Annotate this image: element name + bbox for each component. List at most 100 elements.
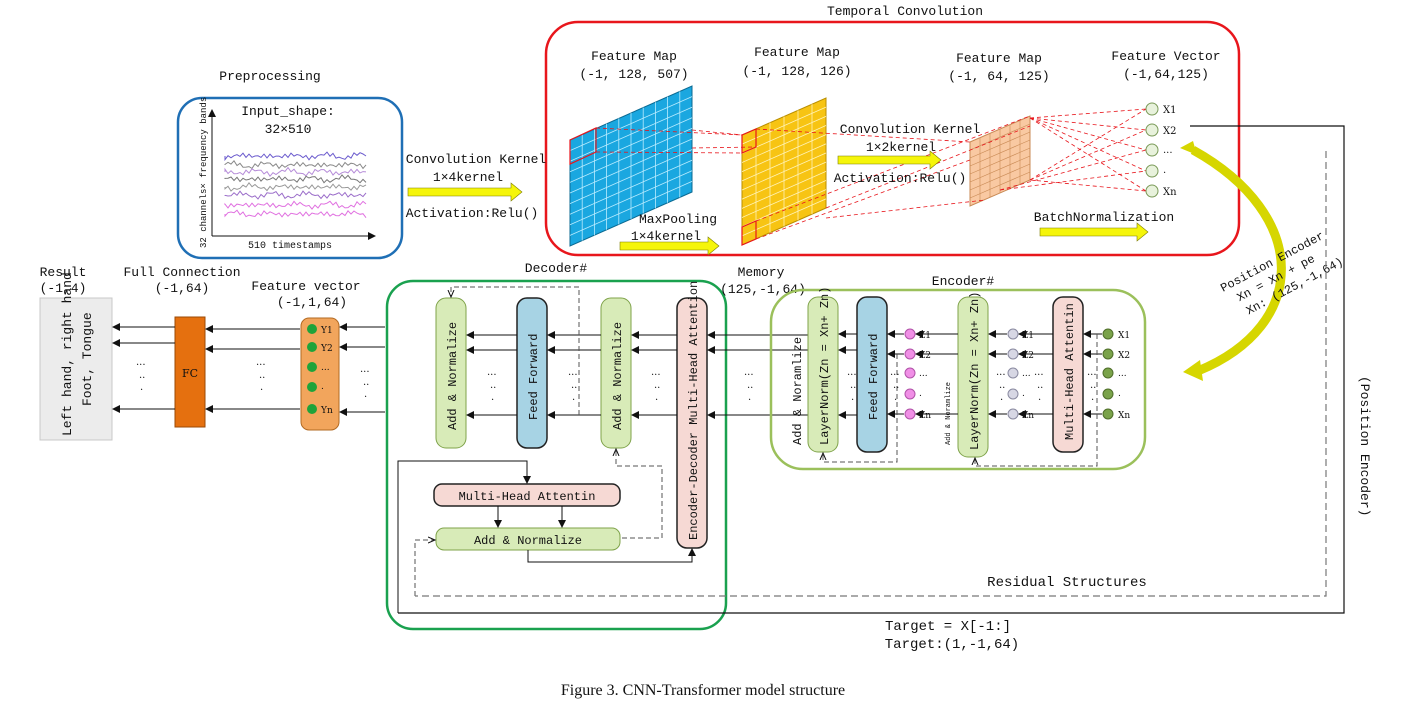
svg-text:.: . [748, 392, 751, 403]
y-node-label: ... [321, 363, 330, 373]
position-encoder-curve [1190, 146, 1286, 376]
maxpool-label: MaxPooling [639, 212, 717, 227]
conv1-block: Convolution Kernel 1×4kernel Activation:… [406, 152, 547, 221]
fv-node-label: X1 [1163, 105, 1176, 116]
fm1-shape: (-1, 128, 507) [579, 67, 688, 82]
y-node-label: Yn [320, 406, 333, 416]
result-box [39, 297, 113, 441]
conv2-arrow [837, 150, 942, 170]
position-encoder-arrowhead [1183, 360, 1203, 381]
conv1-activation: Activation:Relu() [406, 206, 539, 221]
z-node-label: Z2 [1022, 351, 1034, 361]
fv-node-label: ... [1163, 145, 1173, 156]
fv-node-label: . [1163, 165, 1166, 176]
svg-text:...: ... [568, 367, 578, 378]
svg-text:..: .. [999, 380, 1005, 391]
fm-connection-lines [595, 108, 1147, 240]
x-node-label: ... [1118, 369, 1127, 379]
fv-title: Feature Vector [1111, 49, 1220, 64]
encoder-feed-forward-label: Feed Forward [867, 334, 881, 420]
encoder-block: Encoder# Add & Noramlize LayerNorm(Zn = … [769, 274, 1147, 471]
memory-block: Memory (125,-1,64) ...... [707, 265, 808, 419]
conv1-arrow [407, 182, 523, 202]
ellipsis-dots: ...... ...... ...... [136, 357, 370, 400]
decoder-add-norm-1-label: Add & Normalize [446, 322, 460, 430]
svg-text:...: ... [1087, 367, 1097, 378]
memory-title: Memory [738, 265, 785, 280]
output-section: Result (-1,4) Left hand, right hand Foot… [39, 265, 385, 441]
fv-node-label: Xn [1163, 187, 1177, 198]
decoder-add-norm-2-label: Add & Normalize [611, 322, 625, 430]
conv2-activation: Activation:Relu() [834, 171, 967, 186]
preprocessing-title: Preprocessing [219, 69, 320, 84]
temporal-convolution-block: Temporal Convolution Feature Map (-1, 12… [544, 4, 1241, 257]
z-node-label: Z1 [919, 331, 931, 341]
feature-map-1 [569, 85, 693, 247]
residual-dashed-line [415, 151, 1327, 597]
input-shape-dims: 32×510 [265, 122, 312, 137]
decoder-feed-forward-label: Feed Forward [527, 334, 541, 420]
fc-title: Full Connection [123, 265, 240, 280]
decoder-ellipsis: ...... ...... ...... [487, 367, 661, 403]
fm3-title: Feature Map [956, 51, 1042, 66]
y-nodes: Y1 Y2 ... . Yn [307, 324, 333, 416]
encoder-mha-label: Multi-Head Attentin [1063, 303, 1077, 440]
fv-node-label: X2 [1163, 126, 1176, 137]
batchnorm-label: BatchNormalization [1034, 210, 1174, 225]
decoder-border [385, 279, 728, 631]
fc-to-result-arrows [112, 323, 385, 416]
figure-caption: Figure 3. CNN-Transformer model structur… [561, 682, 845, 699]
eeg-waveforms [224, 151, 367, 218]
svg-text:..: .. [363, 377, 369, 388]
encoder-z-nodes-pink: Z1 Z2 ... . Zn [904, 328, 931, 421]
decoder-residual-lines [414, 286, 663, 596]
svg-text:...: ... [996, 367, 1006, 378]
fm2-title: Feature Map [754, 45, 840, 60]
encoder-layernorm-2-label: LayerNorm(Zn = Xn+ Zn) [968, 292, 982, 450]
z-node-label: Z2 [919, 351, 931, 361]
memory-arrows [707, 331, 808, 419]
z-node-label: Z1 [1022, 331, 1034, 341]
svg-text:.: . [851, 392, 854, 403]
z-node-label: ... [919, 369, 928, 379]
svg-text:.: . [1000, 392, 1003, 403]
svg-text:..: .. [1090, 380, 1096, 391]
fm3-shape: (-1, 64, 125) [948, 69, 1049, 84]
svg-text:.: . [655, 392, 658, 403]
result-title: Result [40, 265, 87, 280]
conv1-kernel: 1×4kernel [433, 170, 503, 185]
result-shape: (-1,4) [40, 281, 87, 296]
encoder-decoder-attention-label: Encoder-Decoder Multi-Head Attention [687, 281, 701, 540]
svg-text:.: . [260, 382, 263, 393]
decoder-feed-forward [516, 297, 548, 449]
svg-text:...: ... [136, 357, 146, 368]
conv2-label: Convolution Kernel [840, 122, 981, 137]
svg-text:...: ... [360, 364, 370, 375]
result-classes-line1: Left hand, right hand [60, 272, 75, 436]
feature-vector-nodes: X1 X2 ... . Xn [1145, 102, 1177, 198]
encoder-feed-forward [856, 296, 888, 453]
encoder-residual-lines [823, 334, 1098, 467]
svg-text:..: .. [490, 380, 496, 391]
batchnorm-arrow [1039, 222, 1149, 242]
long-connectors: Residual Structures Target = X[-1:] Targ… [398, 125, 1345, 653]
y-node-label: Y2 [320, 344, 333, 354]
svg-text:..: .. [893, 380, 899, 391]
svg-text:.: . [1038, 392, 1041, 403]
svg-text:..: .. [654, 380, 660, 391]
memory-shape: (125,-1,64) [720, 282, 806, 297]
encoder-title: Encoder# [932, 274, 995, 289]
y-node-label: . [321, 382, 324, 392]
decoder-title: Decoder# [525, 261, 588, 276]
fc-label: FC [182, 367, 198, 380]
svg-text:..: .. [139, 370, 145, 381]
encoder-z-nodes-grey: Z1 Z2 ... . Zn [1007, 328, 1034, 421]
decoder-add-norm-1 [435, 297, 467, 449]
y-node-label: Y1 [320, 326, 333, 336]
svg-text:...: ... [256, 357, 266, 368]
fm2-shape: (-1, 128, 126) [742, 64, 851, 79]
svg-text:..: .. [850, 380, 856, 391]
svg-text:...: ... [744, 367, 754, 378]
svg-text:...: ... [847, 367, 857, 378]
